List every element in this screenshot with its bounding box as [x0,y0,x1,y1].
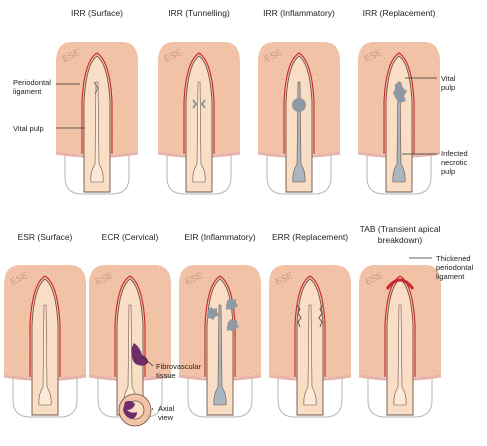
panel-title-irr-replacement: IRR (Replacement) [344,8,454,19]
tooth-esr-surface: ESE [4,265,86,417]
label-thickened-periodontal-ligament: Thickened periodontal ligament [436,254,473,281]
panel-title-irr-surface: IRR (Surface) [42,8,152,19]
tooth-ecr-cervical: ESE [89,265,171,417]
tooth-irr-replacement: ESE [358,42,440,194]
tooth-irr-inflammatory: ESE [258,42,340,194]
inflammatory-lesion [292,98,306,112]
panel-title-irr-tunnelling: IRR (Tunnelling) [144,8,254,19]
panel-title-irr-inflammatory: IRR (Inflammatory) [244,8,354,19]
label-vital-pulp: Vital pulp [13,124,44,133]
label-infected-necrotic-pulp: Infected necrotic pulp [441,149,468,176]
label-periodontal-ligament: Periodontal ligament [13,78,51,96]
tooth-tab: ESE [359,265,441,417]
label-axial-view: Axial view [158,404,174,422]
axial-view-icon [119,394,151,426]
label-vital-pulp-right: Vital pulp [441,74,455,92]
panel-title-tab: TAB (Transient apical breakdown) [345,224,455,245]
tooth-irr-tunnelling: ESE [158,42,240,194]
tooth-irr-surface: ESE [56,42,138,194]
tooth-eir-inflammatory: ESE [179,265,261,417]
tooth-err-replacement: ESE [269,265,351,417]
label-fibrovascular-tissue: Fibrovascular tissue [156,362,201,380]
